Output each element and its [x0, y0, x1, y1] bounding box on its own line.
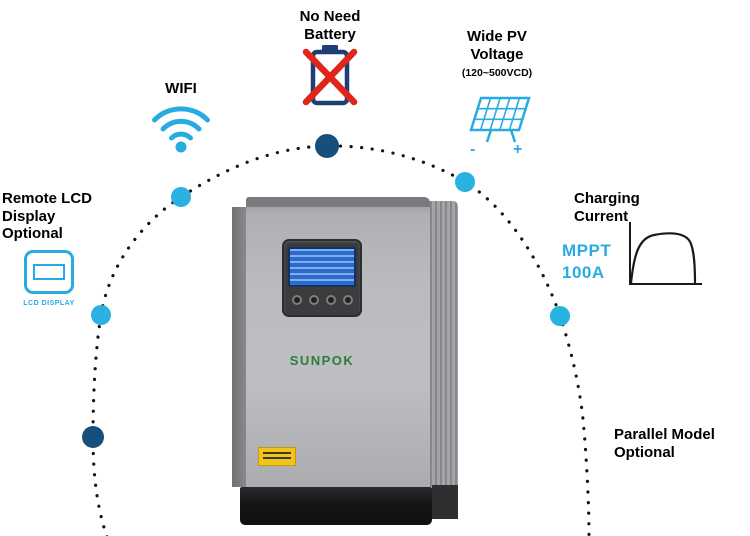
- callout-charging-current: Charging Current: [574, 190, 694, 225]
- callout-no-need-battery: No Need Battery: [270, 8, 390, 43]
- solar-panel-icon: - +: [469, 96, 531, 156]
- inverter-button-2: [308, 295, 319, 305]
- arc-dot-left: [91, 305, 111, 325]
- dotted-arc: [91, 144, 591, 536]
- no-need-battery-line2: Battery: [304, 25, 356, 43]
- battery-crossed-icon: [302, 45, 358, 106]
- inverter-base: [240, 487, 432, 525]
- pv-line1: Wide PV: [467, 28, 527, 45]
- arc-dot-upper-right: [455, 172, 475, 192]
- arc-dot-right: [550, 306, 570, 326]
- wifi-label: WIFI: [165, 80, 197, 97]
- callout-wide-pv-voltage: Wide PV Voltage (120~500VCD): [437, 28, 557, 80]
- arc-dot-lower-left: [82, 426, 104, 448]
- solar-plus-terminal: +: [513, 141, 522, 156]
- mppt-rating-line2: 100A: [562, 263, 605, 283]
- arc-dot-top: [315, 134, 339, 158]
- callout-wifi: WIFI: [140, 80, 222, 98]
- inverter-device: SUNPOK: [228, 195, 460, 535]
- pv-line2: Voltage: [470, 45, 524, 63]
- pv-voltage-range: (120~500VCD): [461, 67, 533, 80]
- remote-lcd-line3: Optional: [2, 225, 63, 243]
- inverter-base-side: [432, 485, 458, 519]
- no-need-battery-line1: No Need: [299, 8, 361, 25]
- solar-minus-terminal: -: [470, 141, 475, 156]
- warning-label: [258, 447, 296, 466]
- inverter-left-edge: [232, 207, 248, 487]
- lcd-display-icon-screen: [33, 264, 65, 280]
- brand-logo: SUNPOK: [289, 353, 355, 368]
- inverter-button-row: [284, 295, 360, 305]
- inverter-side-fins: [430, 201, 458, 487]
- inverter-button-3: [325, 295, 336, 305]
- inverter-top-band: [246, 197, 430, 207]
- callout-remote-lcd: Remote LCD Display Optional: [2, 190, 142, 243]
- mppt-rating-line1: MPPT: [562, 241, 612, 260]
- remote-lcd-line2: Display: [2, 207, 56, 225]
- parallel-line1: Parallel Model: [614, 426, 715, 443]
- inverter-button-4: [342, 295, 353, 305]
- mppt-curve-icon: [629, 222, 702, 285]
- parallel-line2: Optional: [614, 443, 675, 461]
- lcd-display-caption: LCD DISPLAY: [23, 300, 75, 307]
- charging-line1: Charging: [574, 190, 640, 207]
- wifi-icon: [152, 106, 210, 153]
- charging-line2: Current: [574, 207, 629, 225]
- inverter-screen-module: [282, 239, 362, 317]
- lcd-display-icon: [24, 250, 74, 294]
- callout-parallel-model: Parallel Model Optional: [614, 426, 750, 461]
- warning-label-text-lines: [263, 452, 291, 454]
- arc-dot-upper-left: [171, 187, 191, 207]
- remote-lcd-line1: Remote LCD: [2, 190, 93, 207]
- inverter-lcd-display: [288, 247, 356, 287]
- inverter-button-1: [291, 295, 302, 305]
- mppt-rating: MPPT 100A: [562, 240, 632, 284]
